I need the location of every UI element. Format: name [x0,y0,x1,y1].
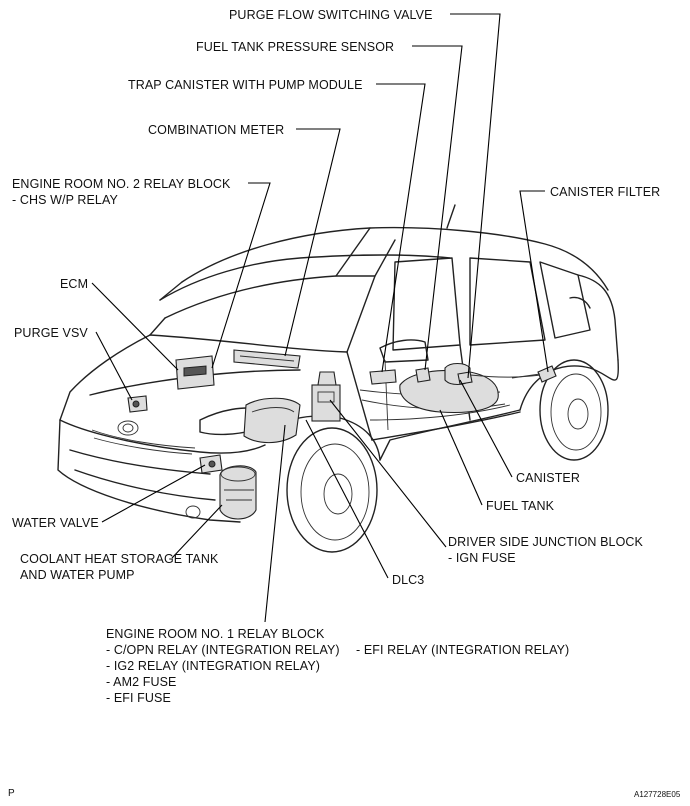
label-combination-meter: COMBINATION METER [148,123,285,137]
label-coolant-water-pump: AND WATER PUMP [20,568,135,582]
label-engine-room-no1-copn: - C/OPN RELAY (INTEGRATION RELAY) [106,643,340,657]
label-ecm: ECM [60,277,89,291]
car-body [57,204,619,553]
label-purge-vsv: PURGE VSV [14,326,88,340]
label-water-valve: WATER VALVE [12,516,99,530]
label-engine-room-no1-efi-fuse: - EFI FUSE [106,691,171,705]
label-dlc3: DLC3 [392,573,425,587]
label-engine-room-no2-chs: - CHS W/P RELAY [12,193,118,207]
label-fuel-tank-pressure-sensor: FUEL TANK PRESSURE SENSOR [196,40,395,54]
label-driver-side-junction-block: DRIVER SIDE JUNCTION BLOCK [448,535,643,549]
label-engine-room-no1-am2: - AM2 FUSE [106,675,177,689]
leader-lines [91,13,549,623]
label-engine-room-no1: ENGINE ROOM NO. 1 RELAY BLOCK [106,627,325,641]
label-engine-room-no1-efi-relay: - EFI RELAY (INTEGRATION RELAY) [356,643,570,657]
label-engine-room-no2: ENGINE ROOM NO. 2 RELAY BLOCK [12,177,231,191]
label-canister-filter: CANISTER FILTER [550,185,661,199]
footer-mark: P [8,788,15,799]
label-fuel-tank: FUEL TANK [486,499,555,513]
label-canister: CANISTER [516,471,581,485]
label-purge-flow-switching-valve: PURGE FLOW SWITCHING VALVE [229,8,433,22]
label-coolant-heat-storage-tank: COOLANT HEAT STORAGE TANK [20,552,219,566]
label-trap-canister: TRAP CANISTER WITH PUMP MODULE [128,78,363,92]
label-driver-side-ign-fuse: - IGN FUSE [448,551,516,565]
label-engine-room-no1-ig2: - IG2 RELAY (INTEGRATION RELAY) [106,659,321,673]
figure-id: A127728E05 [634,790,681,799]
